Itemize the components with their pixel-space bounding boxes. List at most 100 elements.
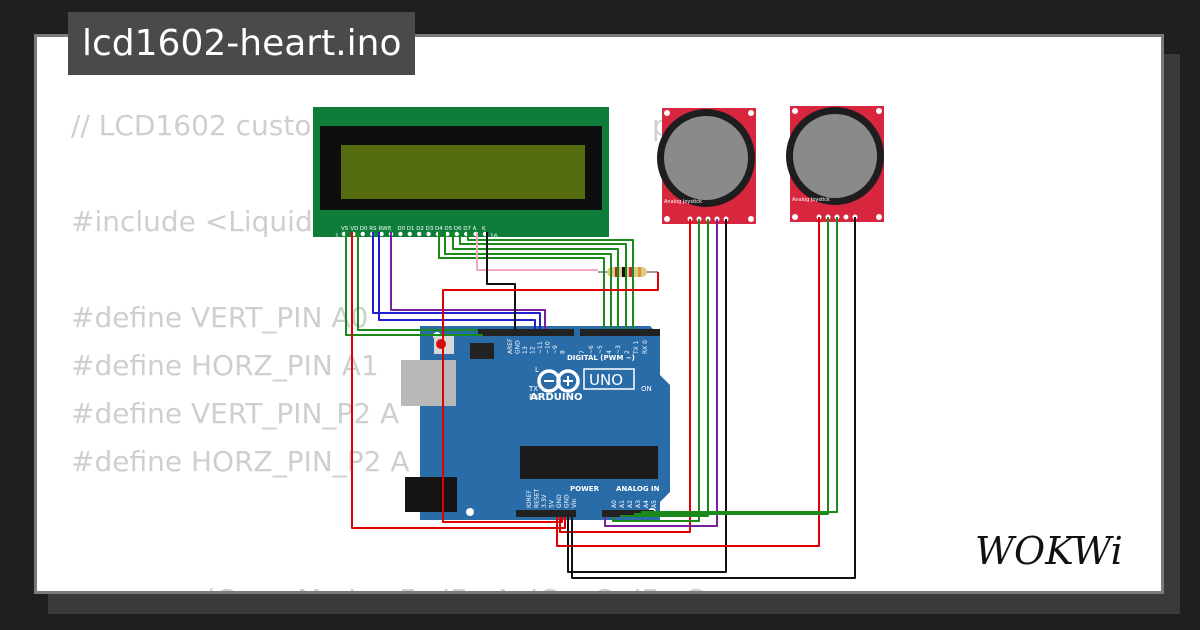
wire-lcd-d8[interactable] bbox=[467, 232, 634, 329]
lcd-pin-label: D6 bbox=[454, 226, 462, 232]
lcd-screen bbox=[341, 145, 585, 199]
wire-lcd-e-d11[interactable] bbox=[390, 232, 546, 329]
lcd-pin bbox=[407, 231, 412, 237]
lcd-pin bbox=[360, 231, 365, 237]
lcd-pin-label: D2 bbox=[416, 226, 424, 232]
lcd-pin-label: D4 bbox=[435, 226, 443, 232]
wire-joy2-vcc[interactable] bbox=[556, 217, 820, 547]
lcd-pin bbox=[417, 231, 422, 237]
wire-lcd-d5[interactable] bbox=[444, 232, 612, 329]
code-line-7: . (C M L F IF A IC O IF C bbox=[71, 583, 704, 591]
wire-joy1-horz[interactable] bbox=[620, 219, 709, 517]
joystick-2[interactable]: Analog Joystick bbox=[786, 106, 884, 222]
code-line-2: #include <Liquid bbox=[71, 205, 313, 238]
lcd-pin-label: A bbox=[473, 226, 477, 232]
power-pin-label: 3.3V bbox=[541, 493, 548, 508]
lcd-pin-label: VS bbox=[341, 226, 349, 232]
wire-lcd-rs-d12[interactable] bbox=[372, 232, 541, 329]
wire-joy2-horz[interactable] bbox=[641, 217, 838, 513]
joystick-2-label: Analog Joystick bbox=[792, 197, 830, 203]
joystick-1[interactable]: Analog Joystick bbox=[657, 108, 756, 224]
top-pin-label: ~6 bbox=[588, 345, 595, 354]
code-line-3: #define VERT_PIN A0 bbox=[71, 301, 369, 334]
led-rx-label: RX bbox=[529, 393, 539, 401]
wire-joy1-vert[interactable] bbox=[612, 219, 700, 522]
wire-joy1-sel[interactable] bbox=[604, 219, 718, 527]
wire-lcd-v0[interactable] bbox=[357, 232, 478, 331]
analog-pin-label: A4 bbox=[643, 500, 650, 508]
joystick-1-hole bbox=[664, 110, 670, 116]
wire-resistor-5v[interactable] bbox=[442, 272, 659, 523]
lcd-pin-label: K bbox=[482, 226, 486, 232]
analog-pin-label: A1 bbox=[619, 500, 626, 508]
lcd-pin-label: RW bbox=[379, 226, 389, 232]
lcd-pin-label: D0 bbox=[360, 226, 368, 232]
project-title-tab[interactable]: lcd1602-heart.ino bbox=[68, 12, 416, 75]
lcd-pin-start-label: 1 bbox=[335, 233, 339, 240]
lcd-pin bbox=[398, 231, 403, 237]
power-header-label: POWER bbox=[570, 485, 600, 493]
wire-lcd-d7[interactable] bbox=[459, 232, 627, 329]
wires[interactable] bbox=[345, 217, 856, 579]
lcd-pin bbox=[426, 231, 431, 237]
top-pin-label: 4 bbox=[606, 350, 613, 354]
usb-port bbox=[401, 360, 456, 406]
joystick-2-knob[interactable] bbox=[793, 114, 877, 198]
top-pin-label: ~5 bbox=[597, 345, 604, 354]
wire-lcd-rw[interactable] bbox=[378, 232, 536, 329]
lcd-pin-label: D1 bbox=[407, 226, 415, 232]
wire-lcd-vdd-5v[interactable] bbox=[351, 232, 566, 529]
wire-joy2-gnd[interactable] bbox=[571, 217, 856, 579]
top-header bbox=[478, 329, 660, 336]
top-pin-label: ~10 bbox=[545, 341, 552, 354]
lcd-pin-end-label: 16 bbox=[490, 233, 498, 240]
lcd-pin-label: VD bbox=[350, 226, 358, 232]
power-jack bbox=[405, 477, 457, 512]
top-pin-label: 13 bbox=[522, 346, 529, 354]
code-line-1: // LCD1602 custo bbox=[71, 109, 312, 142]
bottom-header bbox=[516, 510, 654, 517]
analog-pin-label: A0 bbox=[611, 500, 618, 508]
power-pin-label: GND bbox=[564, 494, 571, 508]
icsp-header bbox=[470, 343, 494, 359]
top-pin-label: ~3 bbox=[615, 345, 622, 354]
top-pin-label: TX 1 bbox=[633, 340, 640, 355]
analog-header-label: ANALOG IN bbox=[616, 485, 660, 493]
wire-lcd-d4[interactable] bbox=[438, 232, 605, 329]
wire-lcd-anode-resistor[interactable] bbox=[476, 232, 598, 271]
wokwi-logo[interactable]: WOKWi bbox=[975, 526, 1155, 576]
wire-joy2-vert[interactable] bbox=[634, 217, 829, 515]
lcd-pin-label: D7 bbox=[463, 226, 471, 232]
lcd-pin bbox=[379, 231, 384, 237]
arduino-brand-label: ARDUINO bbox=[530, 392, 582, 403]
top-pin-label: AREF bbox=[507, 338, 514, 354]
resistor[interactable] bbox=[598, 267, 658, 277]
lcd-pin bbox=[445, 231, 450, 237]
code-line-4: #define HORZ_PIN A1 bbox=[71, 349, 379, 382]
wire-joy1-vcc[interactable] bbox=[559, 219, 691, 533]
power-pin-label: IOREF bbox=[526, 490, 533, 508]
power-pin-label: 5V bbox=[549, 499, 556, 508]
analog-pin-label: A5 bbox=[651, 500, 658, 508]
joystick-1-knob[interactable] bbox=[664, 116, 748, 200]
atmega-chip bbox=[520, 446, 658, 479]
top-pin-label: 12 bbox=[530, 346, 537, 354]
code-line-6: #define HORZ_PIN_P2 A bbox=[71, 445, 410, 478]
wire-joy1-gnd[interactable] bbox=[567, 219, 727, 573]
top-pin-label: GND bbox=[515, 340, 522, 354]
arduino-uno[interactable]: DIGITAL (PWM ~) POWER ANALOG IN L TX RX … bbox=[401, 326, 670, 520]
code-line-5: #define VERT_PIN_P2 A bbox=[71, 397, 400, 430]
top-pin-label: RX 0 bbox=[642, 340, 649, 354]
wire-lcd-k-gnd[interactable] bbox=[486, 232, 516, 329]
top-pin-label: ~9 bbox=[552, 345, 559, 354]
joystick-1-label: Analog Joystick bbox=[664, 199, 702, 205]
wire-lcd-vss-gnd[interactable] bbox=[345, 232, 483, 336]
wokwi-logo-text: WOKWi bbox=[975, 529, 1123, 573]
led-tx-label: TX bbox=[528, 385, 538, 393]
lcd-pin-label: E bbox=[388, 226, 392, 232]
